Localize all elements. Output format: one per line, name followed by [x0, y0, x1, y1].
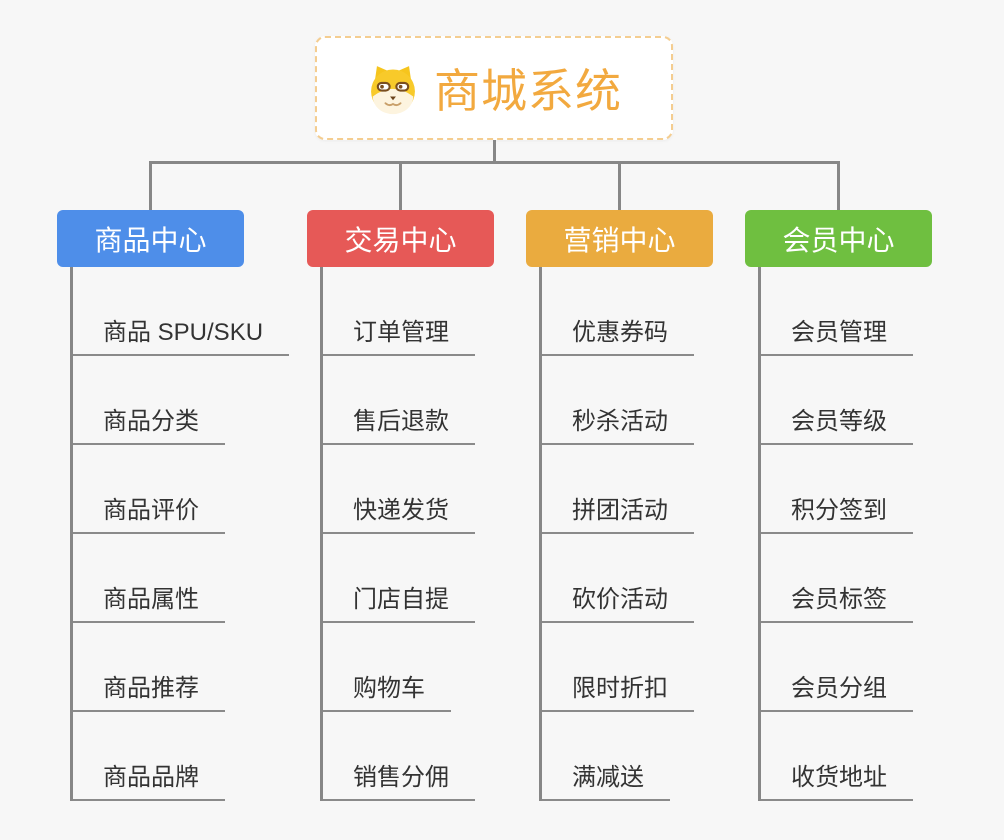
branch-label: 商品中心: [94, 224, 207, 256]
item-member-group[interactable]: 会员分组: [758, 668, 913, 712]
branch-items-marketing: 优惠券码 秒杀活动 拼团活动 砍价活动 限时折扣 满减送: [539, 267, 789, 801]
item-limited-time-discount[interactable]: 限时折扣: [539, 668, 694, 712]
item-member-management[interactable]: 会员管理: [758, 312, 913, 356]
list-item: 优惠券码: [539, 267, 789, 356]
connector-drop-marketing: [618, 161, 621, 211]
item-shopping-cart[interactable]: 购物车: [320, 668, 451, 712]
item-product-recommend[interactable]: 商品推荐: [70, 668, 225, 712]
item-sales-commission[interactable]: 销售分佣: [320, 757, 475, 801]
item-aftersale-refund[interactable]: 售后退款: [320, 401, 475, 445]
item-product-brand[interactable]: 商品品牌: [70, 757, 225, 801]
list-item: 积分签到: [758, 445, 1004, 534]
list-item: 会员管理: [758, 267, 1004, 356]
item-flash-sale[interactable]: 秒杀活动: [539, 401, 694, 445]
branch-items-product: 商品 SPU/SKU 商品分类 商品评价 商品属性 商品推荐 商品品牌: [70, 267, 320, 801]
list-item: 门店自提: [320, 534, 570, 623]
connector-root-drop: [493, 140, 496, 164]
branch-items-member: 会员管理 会员等级 积分签到 会员标签 会员分组 收货地址: [758, 267, 1004, 801]
branch-box-trade-center[interactable]: 交易中心: [307, 210, 494, 267]
item-shipping-address[interactable]: 收货地址: [758, 757, 913, 801]
root-title: 商城系统: [434, 65, 622, 117]
item-group-buy[interactable]: 拼团活动: [539, 490, 694, 534]
list-item: 满减送: [539, 712, 789, 801]
item-order-management[interactable]: 订单管理: [320, 312, 475, 356]
list-item: 会员分组: [758, 623, 1004, 712]
connector-bus: [149, 161, 840, 164]
connector-drop-trade: [399, 161, 402, 211]
list-item: 商品推荐: [70, 623, 320, 712]
branch-box-member-center[interactable]: 会员中心: [745, 210, 932, 267]
branch-box-marketing-center[interactable]: 营销中心: [526, 210, 713, 267]
list-item: 拼团活动: [539, 445, 789, 534]
list-item: 订单管理: [320, 267, 570, 356]
list-item: 秒杀活动: [539, 356, 789, 445]
list-item: 快递发货: [320, 445, 570, 534]
branch-label: 交易中心: [344, 224, 457, 256]
list-item: 销售分佣: [320, 712, 570, 801]
connector-drop-member: [837, 161, 840, 211]
branch-box-product-center[interactable]: 商品中心: [57, 210, 244, 267]
list-item: 商品分类: [70, 356, 320, 445]
doge-icon: [366, 61, 420, 115]
item-product-attribute[interactable]: 商品属性: [70, 579, 225, 623]
list-item: 限时折扣: [539, 623, 789, 712]
item-coupon-code[interactable]: 优惠券码: [539, 312, 694, 356]
root-node[interactable]: 商城系统: [315, 36, 673, 140]
list-item: 会员标签: [758, 534, 1004, 623]
list-item: 商品品牌: [70, 712, 320, 801]
list-item: 商品 SPU/SKU: [70, 267, 320, 356]
connector-drop-product: [149, 161, 152, 211]
item-spend-save[interactable]: 满减送: [539, 757, 670, 801]
branch-label: 会员中心: [782, 224, 895, 256]
list-item: 购物车: [320, 623, 570, 712]
list-item: 商品属性: [70, 534, 320, 623]
item-store-pickup[interactable]: 门店自提: [320, 579, 475, 623]
item-product-category[interactable]: 商品分类: [70, 401, 225, 445]
list-item: 商品评价: [70, 445, 320, 534]
item-product-review[interactable]: 商品评价: [70, 490, 225, 534]
item-bargain-activity[interactable]: 砍价活动: [539, 579, 694, 623]
item-express-delivery[interactable]: 快递发货: [320, 490, 475, 534]
branch-label: 营销中心: [563, 224, 676, 256]
list-item: 砍价活动: [539, 534, 789, 623]
item-member-tag[interactable]: 会员标签: [758, 579, 913, 623]
list-item: 售后退款: [320, 356, 570, 445]
list-item: 收货地址: [758, 712, 1004, 801]
list-item: 会员等级: [758, 356, 1004, 445]
branch-items-trade: 订单管理 售后退款 快递发货 门店自提 购物车 销售分佣: [320, 267, 570, 801]
item-product-spu-sku[interactable]: 商品 SPU/SKU: [70, 312, 290, 356]
item-points-checkin[interactable]: 积分签到: [758, 490, 913, 534]
item-member-level[interactable]: 会员等级: [758, 401, 913, 445]
